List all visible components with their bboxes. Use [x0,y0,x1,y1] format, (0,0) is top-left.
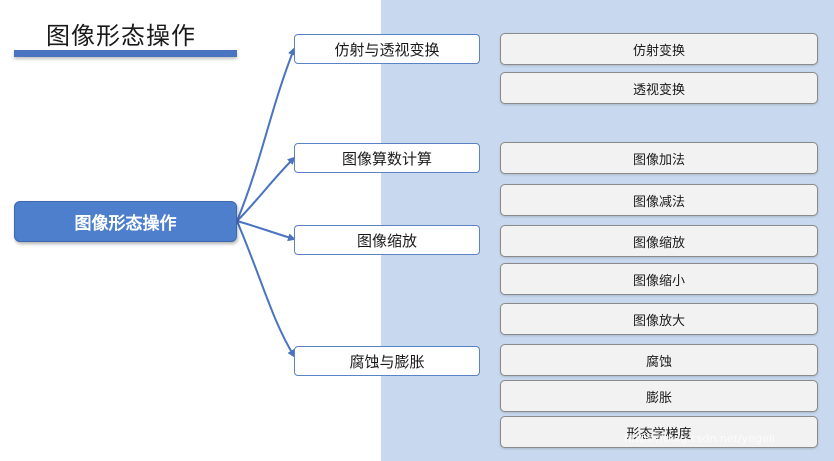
branch-node-arithmetic[interactable]: 图像算数计算 [294,143,480,173]
arrow-to-branch-2 [236,156,296,222]
leaf-affine-transform[interactable]: 仿射变换 [500,33,818,65]
leaf-erosion[interactable]: 腐蚀 [500,344,818,376]
arrow-to-branch-4 [236,220,296,358]
arrow-to-branch-3 [236,220,296,242]
leaf-image-subtraction[interactable]: 图像减法 [500,184,818,216]
leaf-image-scaling[interactable]: 图像缩放 [500,225,818,257]
leaf-image-enlarge[interactable]: 图像放大 [500,303,818,335]
page-title: 图像形态操作 [46,22,196,50]
arrow-to-branch-1 [236,47,296,222]
title-underline [14,50,237,57]
leaf-dilation[interactable]: 膨胀 [500,380,818,412]
branch-node-scaling[interactable]: 图像缩放 [294,225,480,255]
leaf-morphological-gradient[interactable]: 形态学梯度 [500,416,818,448]
watermark-text: https://blog.csdn.net/yegeli [624,432,775,445]
leaf-perspective-transform[interactable]: 透视变换 [500,72,818,104]
branch-node-affine-perspective[interactable]: 仿射与透视变换 [294,34,480,64]
leaf-image-shrink[interactable]: 图像缩小 [500,263,818,295]
root-node[interactable]: 图像形态操作 [14,201,237,242]
branch-node-erosion-dilation[interactable]: 腐蚀与膨胀 [294,346,480,376]
leaf-image-addition[interactable]: 图像加法 [500,142,818,174]
